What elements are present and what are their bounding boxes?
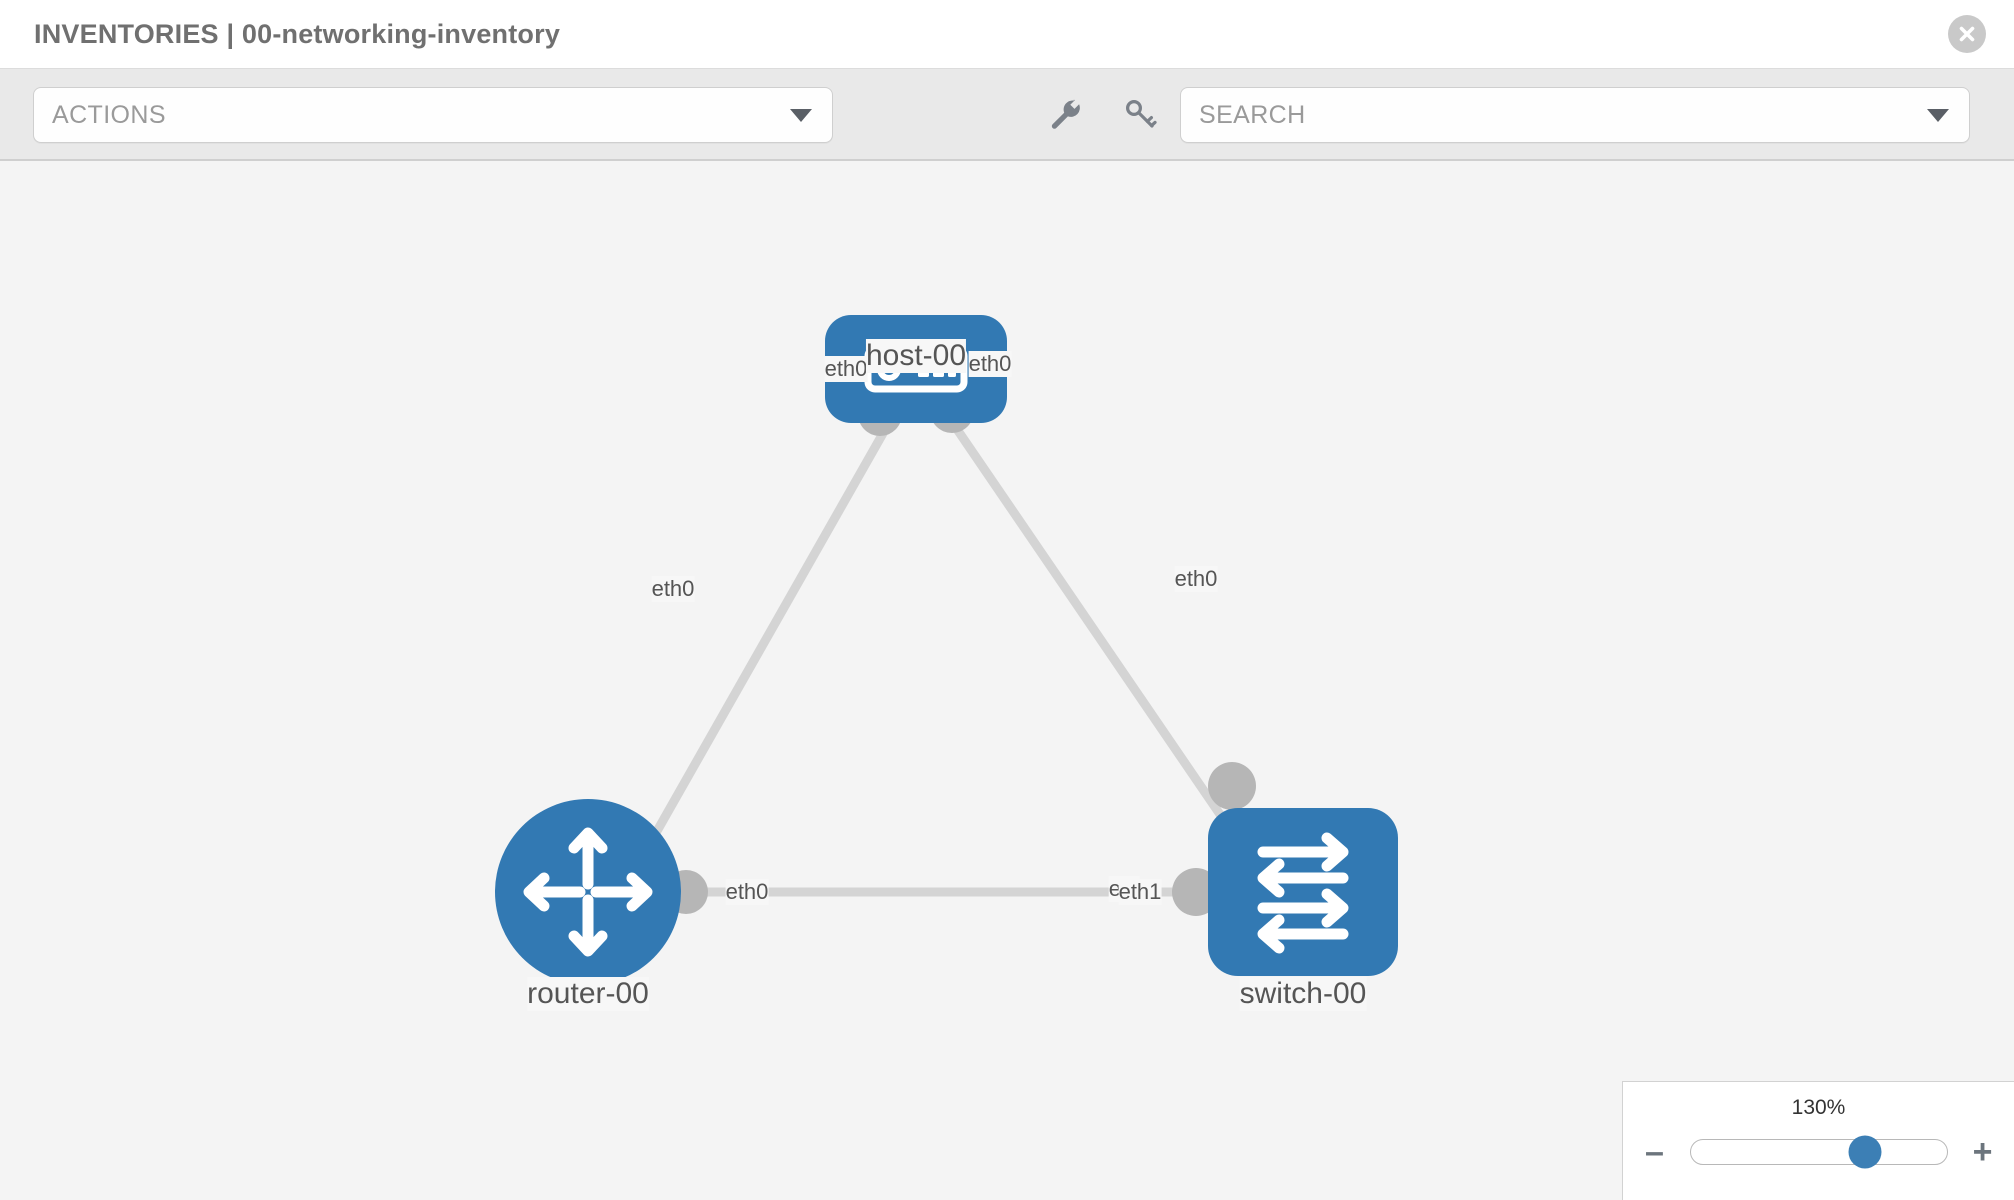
zoom-out-button[interactable]: – bbox=[1645, 1133, 1664, 1171]
topology-links bbox=[636, 416, 1249, 897]
router-arrows-icon bbox=[523, 827, 653, 957]
switch-arrows-icon bbox=[1257, 832, 1349, 954]
search-input[interactable]: SEARCH bbox=[1180, 87, 1970, 143]
node-router-00 bbox=[495, 799, 681, 985]
page-title: INVENTORIES | 00-networking-inventory bbox=[34, 18, 561, 49]
zoom-percent-label: 130% bbox=[1791, 1096, 1846, 1119]
link-host-router bbox=[636, 418, 894, 864]
node-switch-00 bbox=[1208, 808, 1398, 976]
topology-canvas[interactable]: eth0 eth0 host-00 eth0 eth0 eth0 eth eth… bbox=[0, 161, 2014, 1200]
actions-dropdown[interactable]: ACTIONS bbox=[33, 87, 833, 143]
search-input-placeholder: SEARCH bbox=[1199, 100, 1306, 129]
chevron-down-icon bbox=[1927, 108, 1949, 122]
page-header: INVENTORIES | 00-networking-inventory bbox=[0, 0, 2014, 68]
zoom-in-button[interactable]: + bbox=[1972, 1133, 1993, 1171]
toolbar: ACTIONS SEARCH bbox=[0, 68, 2014, 161]
close-icon[interactable] bbox=[1948, 15, 1986, 53]
zoom-control: 130% – + bbox=[1622, 1081, 2014, 1200]
key-icon[interactable] bbox=[1118, 92, 1162, 136]
topology-ports bbox=[664, 389, 1256, 916]
port-switch-top bbox=[1208, 762, 1256, 810]
link-host-switch bbox=[946, 416, 1249, 854]
zoom-slider-thumb[interactable] bbox=[1848, 1135, 1882, 1169]
node-host-00 bbox=[825, 315, 1007, 423]
zoom-slider[interactable] bbox=[1689, 1135, 1948, 1169]
wrench-icon[interactable] bbox=[1043, 92, 1087, 136]
actions-dropdown-label: ACTIONS bbox=[52, 100, 166, 129]
chevron-down-icon bbox=[790, 108, 812, 122]
topology-graph bbox=[495, 315, 1398, 985]
